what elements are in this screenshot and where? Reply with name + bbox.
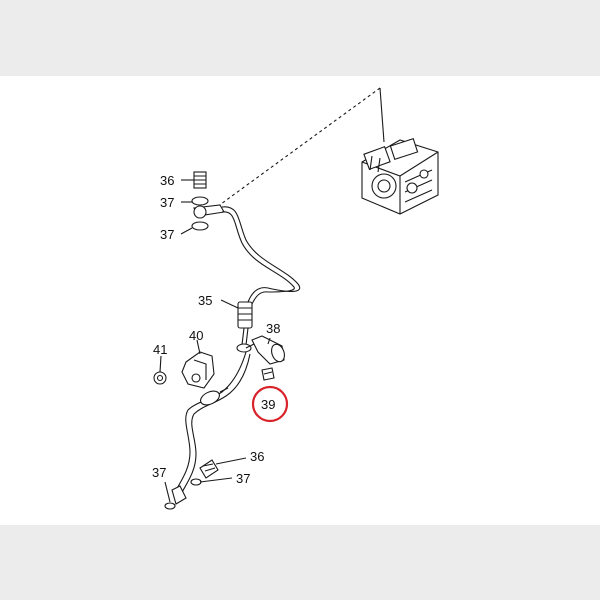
- callout-40: 40: [189, 328, 203, 343]
- lower-brake-pipe: [173, 351, 251, 497]
- callout-38: 38: [266, 321, 280, 336]
- bracket-40: [181, 351, 215, 389]
- parts-diagram-canvas: 36 37 37 35 38 40 41 39 36 37 37: [0, 76, 600, 525]
- callout-37-bottom-left: 37: [152, 465, 166, 480]
- bolt-39: [261, 367, 275, 381]
- brake-pipe: [221, 206, 301, 305]
- callout-41: 41: [153, 342, 167, 357]
- callout-leaders: [159, 179, 271, 503]
- highlight-circle-39: [251, 385, 289, 423]
- callout-39: 39: [261, 397, 275, 412]
- callout-36-bottom: 36: [250, 449, 264, 464]
- callout-36-top: 36: [160, 173, 174, 188]
- callout-35: 35: [198, 293, 212, 308]
- upper-banjo-fitting: [191, 171, 225, 231]
- callout-37-lower: 37: [160, 227, 174, 242]
- fitting-38: [245, 335, 285, 365]
- brake-line-parts-diagram: 36 37 37 35 38 40 41 39 36 37 37: [152, 87, 439, 510]
- abs-leader-lines: [209, 87, 385, 213]
- callout-37-upper: 37: [160, 195, 174, 210]
- lower-banjo-fitting: [164, 459, 219, 510]
- abs-unit-illustration: [361, 137, 439, 215]
- callout-37-bottom-right: 37: [236, 471, 250, 486]
- pipe-35-assembly: [236, 301, 253, 353]
- bolt-41: [153, 371, 167, 385]
